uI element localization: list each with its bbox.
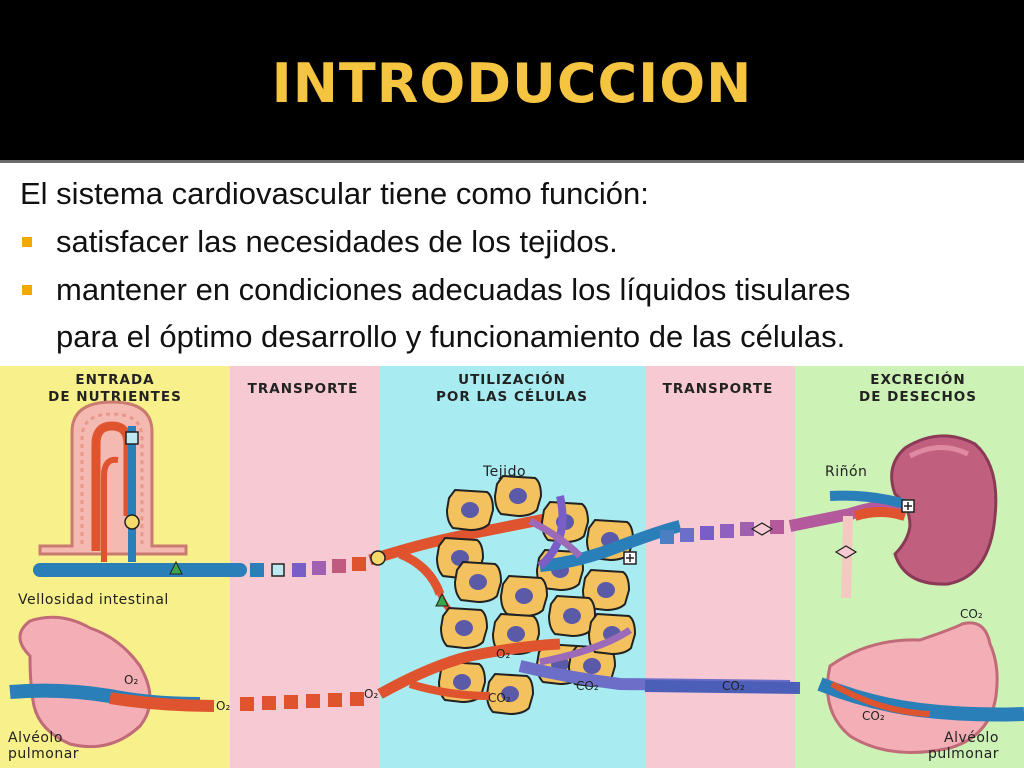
alveolus-right — [817, 621, 1024, 754]
bullet-1: satisfacer las necesidades de los tejido… — [56, 224, 618, 259]
tissue-label: Tejido — [482, 464, 526, 480]
kidney-illustration — [788, 434, 998, 599]
intro-text: El sistema cardiovascular tiene como fun… — [20, 176, 649, 211]
transport-upper-right — [660, 520, 784, 544]
zone-header: TRANSPORTE — [663, 381, 774, 397]
co2-label: CO₂ — [862, 709, 885, 723]
cell-nucleus — [563, 608, 581, 624]
cell-nucleus — [455, 620, 473, 636]
o2-label: O₂ — [364, 687, 378, 701]
zone-header: ENTRADA — [75, 372, 154, 388]
zone-header: DE DESECHOS — [859, 389, 977, 405]
zone-header: TRANSPORTE — [248, 381, 359, 397]
cell-nucleus — [597, 582, 615, 598]
bullet-2-continuation: para el óptimo desarrollo y funcionamien… — [56, 319, 846, 354]
zone-header: POR LAS CÉLULAS — [436, 388, 588, 405]
alveolus-left-label: Alvéolo — [8, 730, 63, 746]
transport-lower-left — [240, 692, 364, 711]
villus-label: Vellosidad intestinal — [18, 592, 169, 608]
cell-nucleus — [453, 674, 471, 690]
circulation-diagram: ENTRADA DE NUTRIENTES TRANSPORTE UTILIZA… — [0, 366, 1024, 768]
cell-nucleus — [515, 588, 533, 604]
cell-nucleus — [509, 488, 527, 504]
alveolus-left — [9, 615, 215, 749]
co2-label: CO₂ — [576, 679, 599, 693]
cell-nucleus — [583, 658, 601, 674]
o2-label: O₂ — [216, 699, 230, 713]
villus-illustration — [38, 400, 188, 562]
title-divider — [0, 160, 1024, 163]
alveolus-right-label: pulmonar — [928, 746, 999, 762]
o2-label: O₂ — [124, 673, 138, 687]
co2-label: CO₂ — [722, 679, 745, 693]
bullet-marker — [22, 237, 32, 247]
zone-header: EXCRECIÓN — [870, 370, 965, 388]
cell-nucleus — [461, 502, 479, 518]
cell-nucleus — [507, 626, 525, 642]
zone-header: UTILIZACIÓN — [458, 370, 566, 388]
bullet-2: mantener en condiciones adecuadas los lí… — [56, 272, 851, 307]
title-bar — [0, 0, 1024, 160]
zone-header: DE NUTRIENTES — [48, 389, 182, 405]
kidney-label: Riñón — [825, 464, 867, 480]
cell-nucleus — [469, 574, 487, 590]
zone-transporte-right — [645, 366, 795, 768]
transport-upper-left — [250, 557, 366, 577]
cell-nucleus — [501, 686, 519, 702]
o2-label: O₂ — [496, 647, 510, 661]
alveolus-right-label: Alvéolo — [944, 730, 999, 746]
bullet-marker — [22, 285, 32, 295]
alveolus-left-label: pulmonar — [8, 746, 79, 762]
slide-title: INTRODUCCION — [271, 52, 753, 115]
co2-label: CO₂ — [488, 691, 511, 705]
co2-label: CO₂ — [960, 607, 983, 621]
